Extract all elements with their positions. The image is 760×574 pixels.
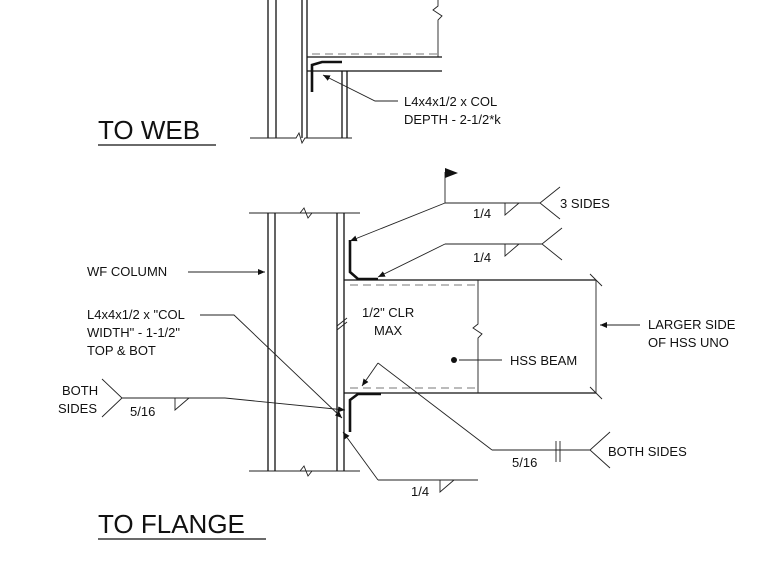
clear-gap-label-1: 1/2" CLR (362, 305, 414, 320)
top-angle (348, 240, 378, 281)
angle-label-line-2: DEPTH - 2-1/2*k (404, 112, 501, 127)
weld-arrow (377, 243, 446, 278)
to-web-detail: L4x4x1/2 x COL DEPTH - 2-1/2*k TO WEB (98, 0, 501, 146)
hss-break-line (472, 280, 483, 393)
weld-both-sides-mark (555, 441, 561, 462)
fillet-weld-symbol (504, 202, 520, 216)
angle-label-1: L4x4x1/2 x "COL (87, 307, 185, 322)
gap-tick (336, 321, 348, 331)
both-sides-label-2: SIDES (58, 401, 97, 416)
fillet-weld-symbol (174, 397, 190, 411)
angle-label-3: TOP & BOT (87, 343, 156, 358)
break-jog (299, 465, 313, 477)
weld-size-bottom: 1/4 (411, 484, 429, 499)
angle-label-2: WIDTH" - 1-1/2" (87, 325, 180, 340)
weld-note-right: BOTH SIDES (608, 444, 687, 459)
wf-column-label: WF COLUMN (87, 264, 167, 279)
weld-arrow (361, 362, 379, 387)
weld-tail (101, 378, 123, 418)
fillet-weld-symbol (504, 243, 520, 257)
to-flange-detail: 1/2" CLR MAX HSS BEAM LARGER SIDE OF HSS… (58, 168, 736, 540)
weld-size-top: 1/4 (473, 206, 491, 221)
weld-arrow (224, 397, 346, 413)
dim-tick (589, 273, 603, 287)
hss-center-dot (451, 357, 457, 363)
bottom-angle (348, 392, 381, 432)
weld-size-second: 1/4 (473, 250, 491, 265)
break-line (250, 131, 352, 145)
weld-size-right: 5/16 (512, 455, 537, 470)
fillet-weld-symbol (439, 479, 455, 493)
weld-tail (589, 431, 611, 469)
angle-seat (310, 60, 342, 92)
dim-tick (589, 386, 603, 400)
angle-label-line-1: L4x4x1/2 x COL (404, 94, 497, 109)
weld-arrow (342, 431, 379, 481)
angle-leader (322, 74, 398, 102)
clear-gap-label-2: MAX (374, 323, 403, 338)
weld-arrow (349, 202, 446, 242)
weld-size-left: 5/16 (130, 404, 155, 419)
weld-tail (539, 186, 561, 220)
weld-note-top: 3 SIDES (560, 196, 610, 211)
hss-beam-label: HSS BEAM (510, 353, 577, 368)
detail-title-to-flange: TO FLANGE (98, 509, 245, 539)
larger-side-label-1: LARGER SIDE (648, 317, 736, 332)
break-jog (299, 207, 313, 219)
larger-side-label-2: OF HSS UNO (648, 335, 729, 350)
weld-tail (541, 227, 563, 261)
detail-title-to-web: TO WEB (98, 115, 200, 145)
both-sides-label-1: BOTH (62, 383, 98, 398)
gap-tick (336, 317, 348, 327)
angle-leader (200, 314, 343, 419)
beam-break-line (432, 0, 443, 57)
weld-arrow-segment (377, 362, 493, 451)
field-weld-flag (445, 168, 458, 178)
